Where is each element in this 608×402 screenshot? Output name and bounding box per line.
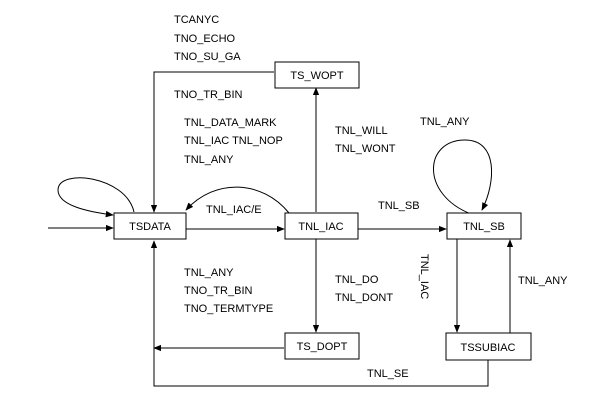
edge-label: TNL_WILL xyxy=(335,125,388,137)
edge-label: TNO_ECHO xyxy=(174,33,236,45)
sb-self-loop xyxy=(433,139,492,215)
edge-label: TNL_SE xyxy=(367,368,409,380)
edge-subiac-to-tsdata xyxy=(150,240,489,387)
edge-label: TNL_DONT xyxy=(335,292,393,304)
edge-label: TNO_TR_BIN xyxy=(184,285,253,297)
node-tsdata: TSDATA xyxy=(113,212,187,240)
edge-label: TNL_SB xyxy=(378,200,420,212)
node-label: TNL_SB xyxy=(463,221,505,233)
edge-label: TNL_ANY xyxy=(184,154,234,166)
node-tnl-sb: TNL_SB xyxy=(446,212,522,240)
edge-iac-to-tsdata-curve xyxy=(185,186,290,214)
edge-label: TNL_DATA_MARK xyxy=(184,117,277,129)
tsdata-self-loop xyxy=(57,177,135,218)
node-label: TNL_IAC xyxy=(298,221,343,233)
edge-label: TNL_IAC TNL_NOP xyxy=(184,135,283,147)
edge-label: TNL_IAC/E xyxy=(206,204,262,216)
edge-label: TNL_WONT xyxy=(335,143,396,155)
edge-wopt-to-tsdata xyxy=(150,71,274,213)
edge-label: TNL_ANY xyxy=(184,267,234,279)
edge-label: TNL_ANY xyxy=(518,275,568,287)
edge-label: TCANYC xyxy=(174,14,219,26)
node-tnl-iac: TNL_IAC xyxy=(284,212,359,240)
edge-label: TNO_TERMTYPE xyxy=(184,303,273,315)
edge-label: TNO_TR_BIN xyxy=(174,89,243,101)
node-tssubiac: TSSUBIAC xyxy=(445,332,532,361)
edge-label: TNL_ANY xyxy=(420,116,470,128)
node-label: TSDATA xyxy=(129,221,171,233)
node-ts-dopt: TS_DOPT xyxy=(284,332,360,360)
edge-label: TNO_SU_GA xyxy=(174,51,241,63)
edge-label-vertical: TNL_IAC xyxy=(418,254,430,299)
node-label: TSSUBIAC xyxy=(460,342,515,354)
edge-label: TNL_DO xyxy=(335,274,379,286)
node-ts-wopt: TS_WOPT xyxy=(274,61,360,89)
node-label: TS_DOPT xyxy=(297,341,348,353)
node-label: TS_WOPT xyxy=(290,70,343,82)
